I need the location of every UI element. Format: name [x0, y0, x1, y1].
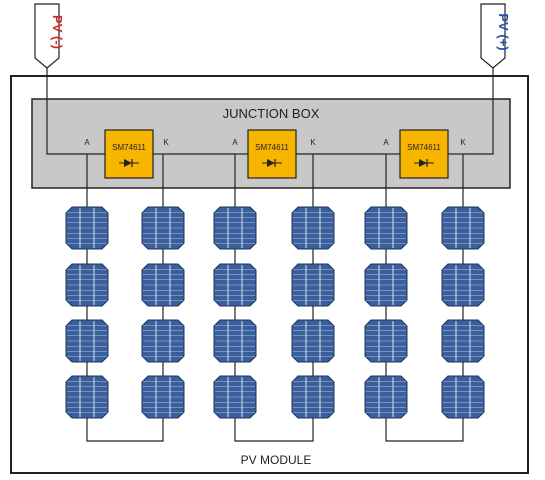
bypass-diode-1: SM74611 A K: [84, 129, 169, 179]
solar-cell: [141, 319, 185, 363]
diode-part-label: SM74611: [407, 143, 441, 152]
solar-cell: [441, 206, 485, 250]
solar-cell: [213, 375, 257, 419]
solar-cell: [291, 375, 335, 419]
diode-anode-label: A: [383, 138, 389, 147]
diode-symbol-icon: [267, 159, 275, 167]
diode-part-label: SM74611: [112, 143, 146, 152]
bypass-diode-2: SM74611 A K: [232, 129, 316, 179]
solar-cell: [65, 206, 109, 250]
solar-cell: [291, 319, 335, 363]
solar-cell: [441, 319, 485, 363]
terminal-negative: PV (-): [34, 3, 87, 155]
solar-cell: [141, 375, 185, 419]
solar-cell: [364, 375, 408, 419]
diode-package: [247, 129, 297, 179]
solar-cell: [213, 263, 257, 307]
solar-cell: [141, 263, 185, 307]
terminal-positive-label: PV (+): [496, 13, 511, 50]
solar-cell: [213, 319, 257, 363]
string-loop-wire: [86, 397, 164, 442]
terminal-negative-wire: [46, 68, 87, 155]
solar-cell: [65, 375, 109, 419]
solar-cell: [141, 206, 185, 250]
solar-cell: [291, 263, 335, 307]
diode-package: [399, 129, 449, 179]
terminal-negative-tag: [34, 3, 60, 69]
solar-cell: [364, 206, 408, 250]
bypass-diode-3: SM74611 A K: [383, 129, 466, 179]
diodes-layer: SM74611 A K SM74611 A K SM74611 A K: [84, 129, 466, 179]
solar-cell: [65, 319, 109, 363]
diode-package: [104, 129, 154, 179]
solar-cell: [65, 263, 109, 307]
terminal-positive-wire: [463, 68, 494, 155]
diode-symbol-icon: [124, 159, 132, 167]
terminal-positive-tag: [480, 3, 506, 69]
terminal-positive: PV (+): [463, 3, 511, 155]
pv-module-label: PV MODULE: [241, 453, 312, 467]
diode-cathode-label: K: [163, 138, 169, 147]
string-loop-wire: [385, 397, 464, 442]
solar-cell: [364, 263, 408, 307]
diode-cathode-label: K: [310, 138, 316, 147]
junction-box-title: JUNCTION BOX: [223, 106, 320, 121]
solar-cell: [441, 263, 485, 307]
solar-cell: [291, 206, 335, 250]
solar-cell: [364, 319, 408, 363]
diode-part-label: SM74611: [255, 143, 289, 152]
diode-cathode-label: K: [460, 138, 466, 147]
diode-anode-label: A: [232, 138, 238, 147]
solar-cell: [441, 375, 485, 419]
diode-anode-label: A: [84, 138, 90, 147]
cells-layer: [65, 154, 485, 442]
diode-symbol-icon: [419, 159, 427, 167]
solar-cell: [213, 206, 257, 250]
terminal-negative-label: PV (-): [50, 15, 65, 49]
string-loop-wire: [234, 397, 314, 442]
